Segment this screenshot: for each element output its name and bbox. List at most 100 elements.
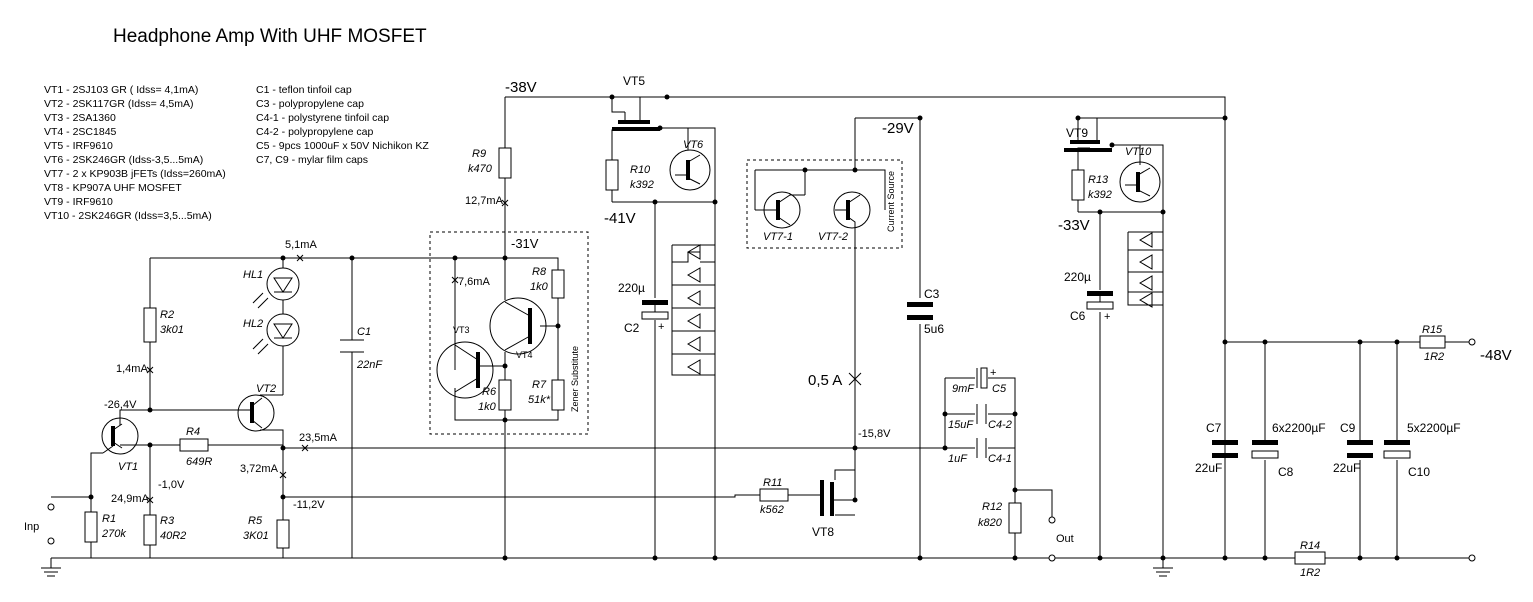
current-24-9ma: 24,9mA [111, 493, 150, 505]
label-c9: C9 [1340, 421, 1356, 435]
value-c5: 9mF [952, 383, 975, 395]
legend-line: VT6 - 2SK246GR (Idss-3,5...5mA) [44, 154, 203, 166]
output-terminal [1048, 516, 1056, 524]
current-1-4ma: 1,4mA [116, 363, 148, 375]
supply-terminal-ground [1468, 554, 1476, 562]
value-r12: k820 [978, 517, 1003, 529]
voltage-neg15-8: -15,8V [858, 428, 891, 440]
label-c8: C8 [1278, 465, 1294, 479]
resistor-r15 [1419, 335, 1446, 349]
plus-c2: + [658, 321, 664, 333]
value-c8: 6x2200µF [1272, 421, 1326, 435]
voltage-neg38: -38V [505, 79, 537, 96]
legend-line: VT1 - 2SJ103 GR ( Idss= 4,1mA) [44, 84, 198, 96]
label-vt10: VT10 [1125, 146, 1152, 158]
transistor-vt8 [815, 480, 845, 516]
legend-right: C1 - teflon tinfoil cap C3 - polypropyle… [256, 84, 429, 166]
label-r3: R3 [160, 515, 175, 527]
label-vt4: VT4 [516, 350, 533, 360]
label-vt9: VT9 [1066, 126, 1088, 140]
label-vt8: VT8 [812, 525, 834, 539]
value-c7: 22uF [1195, 461, 1222, 475]
plus-c5: + [990, 367, 996, 379]
value-r6: 1k0 [478, 401, 497, 413]
legend-line: VT2 - 2SK117GR (Idss= 4,5mA) [44, 98, 194, 110]
terminals [47, 338, 1476, 562]
capacitor-c2 [642, 300, 668, 305]
diagram-title: Headphone Amp With UHF MOSFET [113, 26, 427, 47]
zener-substitute-box [429, 231, 589, 435]
capacitor-c8 [1252, 440, 1278, 445]
label-vt7-2: VT7-2 [818, 231, 848, 243]
label-c4-2: C4-2 [988, 419, 1012, 431]
voltage-neg29: -29V [882, 120, 914, 137]
current-0-5a: 0,5 A [808, 372, 842, 389]
label-vt3: VT3 [453, 325, 470, 335]
label-vt1: VT1 [118, 461, 138, 473]
resistor-r10 [605, 159, 619, 191]
voltage-neg41: -41V [604, 210, 636, 227]
capacitor-c4-1 [976, 438, 987, 458]
resistor-r3 [143, 514, 157, 546]
label-r12: R12 [982, 501, 1002, 513]
led-hl2 [266, 313, 300, 347]
value-r3: 40R2 [160, 530, 186, 542]
transistor-vt1 [101, 417, 139, 455]
value-r9: k470 [468, 163, 493, 175]
value-r7: 51k* [528, 394, 551, 406]
label-r15: R15 [1422, 324, 1443, 336]
resistors [84, 147, 1446, 565]
transistor-vt7-2 [833, 191, 871, 229]
transistors [101, 112, 1161, 516]
zener-substitute-label: Zener Substitute [570, 346, 580, 412]
output-label: Out [1056, 533, 1074, 545]
label-c6: C6 [1070, 309, 1086, 323]
resistor-r2 [143, 307, 157, 343]
label-r14: R14 [1300, 540, 1320, 552]
current-7-6ma: 7,6mA [458, 276, 490, 288]
input-ground-terminal [47, 537, 55, 545]
value-c2: 220µ [618, 281, 645, 295]
led-hl1 [266, 267, 300, 301]
legend-line: C7, C9 - mylar film caps [256, 154, 368, 166]
capacitor-c6 [1087, 291, 1113, 296]
diode-stack-2 [1128, 232, 1163, 308]
legend-line: C4-2 - polypropylene cap [256, 126, 373, 138]
label-c2: C2 [624, 321, 640, 335]
capacitor-c10 [1384, 440, 1410, 445]
value-c10: 5x2200µF [1407, 421, 1461, 435]
resistor-r11 [759, 488, 789, 502]
value-c9: 22uF [1333, 461, 1360, 475]
legend-line: C5 - 9pcs 1000uF x 50V Nichikon KZ [256, 140, 429, 152]
ground-symbols [41, 558, 1173, 577]
value-c3: 5u6 [924, 322, 944, 336]
resistor-r6 [498, 379, 512, 411]
value-r13: k392 [1088, 189, 1112, 201]
resistor-r9 [498, 147, 512, 179]
label-vt7-1: VT7-1 [763, 231, 793, 243]
label-r9: R9 [472, 148, 486, 160]
legend-left: VT1 - 2SJ103 GR ( Idss= 4,1mA) VT2 - 2SK… [44, 84, 226, 222]
legend-line: VT7 - 2 x KP903B jFETs (Idss=260mA) [44, 168, 226, 180]
value-c4-1: 1uF [948, 453, 968, 465]
resistor-r14 [1294, 551, 1326, 565]
resistor-r7 [551, 379, 565, 411]
value-r15: 1R2 [1424, 351, 1444, 363]
transistor-vt2 [237, 394, 275, 432]
label-hl2: HL2 [243, 318, 263, 330]
current-5-1ma: 5,1mA [285, 239, 317, 251]
value-r4: 649R [186, 456, 212, 468]
leds [252, 267, 300, 355]
label-r2: R2 [160, 309, 174, 321]
value-c6: 220µ [1064, 270, 1091, 284]
value-r14: 1R2 [1300, 567, 1320, 579]
resistor-r13 [1071, 169, 1085, 201]
value-r8: 1k0 [530, 281, 549, 293]
capacitors [340, 291, 1411, 459]
label-c4-1: C4-1 [988, 453, 1012, 465]
capacitor-c7 [1212, 440, 1238, 445]
supply-terminal-neg48 [1468, 338, 1476, 346]
label-r4: R4 [186, 426, 200, 438]
voltage-neg48: -48V [1480, 347, 1512, 364]
